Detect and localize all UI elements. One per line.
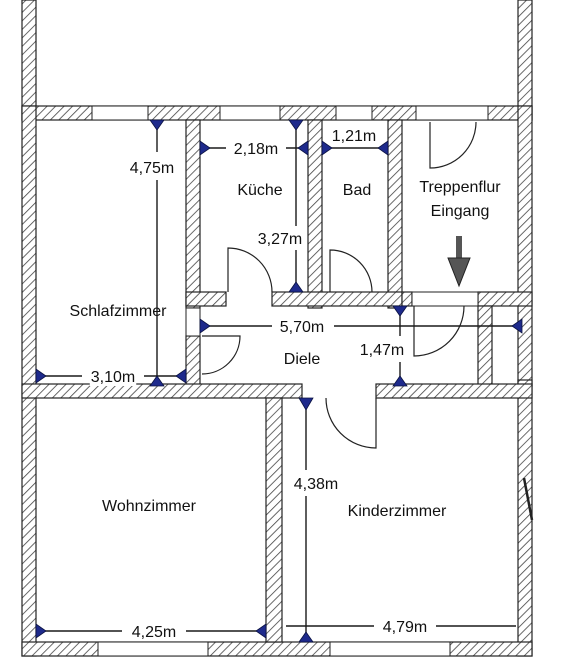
opening-treppe-diele xyxy=(411,291,479,307)
wall-bad-treppe xyxy=(387,119,403,309)
marker-diele-top xyxy=(392,305,408,317)
marker-wohn-left xyxy=(35,623,47,639)
wall-diele-right xyxy=(477,305,493,387)
marker-schlaf-bottom xyxy=(149,375,165,387)
dimension-labels: 4,75m 3,10m 2,18m 3,27m 1,21m 5,70m 1,47… xyxy=(89,128,429,641)
doors xyxy=(201,121,534,521)
door-schlaf xyxy=(201,335,241,375)
marker-diele-right xyxy=(511,318,523,334)
marker-schlaf-right xyxy=(175,368,187,384)
marker-diele-left xyxy=(199,318,211,334)
marker-schlaf-top xyxy=(149,119,165,131)
dimension-label-bg xyxy=(130,624,178,641)
dimension-label-bg xyxy=(381,619,429,636)
dim-kueche-height: 3,27m xyxy=(258,231,302,248)
dimension-label-bg xyxy=(330,128,378,145)
room-label-kinderzimmer: Kinderzimmer xyxy=(348,503,447,520)
windows xyxy=(91,105,489,657)
wall-right-top xyxy=(517,0,533,121)
dimension-markers xyxy=(35,119,523,643)
door-bad xyxy=(329,249,373,293)
marker-kueche-top xyxy=(288,119,304,131)
wall-right-mid xyxy=(517,105,533,387)
dimension-label-bg xyxy=(358,342,406,359)
dim-kinder-width: 4,79m xyxy=(383,619,427,636)
wall-kueche-bad xyxy=(307,119,323,309)
room-label-bad: Bad xyxy=(343,182,371,199)
window-kinder xyxy=(329,641,451,657)
window-bad xyxy=(335,105,373,121)
marker-kueche-right xyxy=(297,140,309,156)
wall-schlaf-right xyxy=(185,119,201,309)
dim-schlaf-height: 4,75m xyxy=(130,160,174,177)
marker-bad-right xyxy=(377,140,389,156)
wall-left-top xyxy=(21,0,37,121)
dim-diele-height: 1,47m xyxy=(360,342,404,359)
dimension-label-bg xyxy=(292,476,340,493)
wall-kueche-bottom-left xyxy=(185,291,227,307)
dimension-label-bg xyxy=(128,160,176,177)
door-eingang xyxy=(413,305,465,357)
wall-right-lower xyxy=(517,379,533,657)
door-kueche xyxy=(227,247,273,293)
wall-left xyxy=(21,105,37,657)
marker-kueche-left xyxy=(199,140,211,156)
dim-schlaf-width: 3,10m xyxy=(91,369,135,386)
door-treppe xyxy=(429,121,477,169)
dimension-label-bg xyxy=(232,141,280,158)
dim-diele-width: 5,70m xyxy=(280,319,324,336)
wall-mid-right xyxy=(375,383,533,399)
marker-wohn-right xyxy=(255,623,267,639)
room-label-treppenflur: Treppenflur xyxy=(419,179,501,196)
marker-schlaf-left xyxy=(35,368,47,384)
walls xyxy=(21,0,533,657)
opening-schlaf-diele xyxy=(185,307,201,337)
dimension-label-bg xyxy=(278,319,326,336)
dim-kinder-height: 4,38m xyxy=(294,476,338,493)
marker-kueche-bottom xyxy=(288,281,304,293)
wall-treppe-bottom-left xyxy=(401,291,413,307)
marker-diele-bottom xyxy=(392,375,408,387)
door-balkon-mark xyxy=(522,477,534,521)
marker-kinder-top xyxy=(298,397,314,411)
room-label-kueche: Küche xyxy=(237,182,282,199)
room-labels: Schlafzimmer Küche Bad Treppenflur Einga… xyxy=(70,179,502,520)
dimension-label-bg xyxy=(256,231,304,248)
room-label-wohnzimmer: Wohnzimmer xyxy=(102,498,197,515)
dimension-label-bg xyxy=(89,369,137,386)
dim-bad-width: 1,21m xyxy=(332,128,376,145)
wall-wohn-kinder xyxy=(265,397,283,643)
door-kinder xyxy=(325,397,377,449)
room-label-schlafzimmer: Schlafzimmer xyxy=(70,303,168,320)
wall-kueche-bottom-right xyxy=(271,291,403,307)
dim-wohn-width: 4,25m xyxy=(132,624,176,641)
marker-bad-left xyxy=(321,140,333,156)
room-label-eingang: Eingang xyxy=(431,203,490,220)
room-label-diele: Diele xyxy=(284,351,321,368)
wall-treppe-bottom-right xyxy=(477,291,533,307)
marker-kinder-bottom xyxy=(298,631,314,643)
window-kueche xyxy=(219,105,281,121)
window-wohn xyxy=(97,641,209,657)
window-schlaf xyxy=(91,105,149,121)
window-treppe xyxy=(415,105,489,121)
arrow-down-icon xyxy=(447,236,471,288)
wall-schlaf-right-lower xyxy=(185,335,201,391)
dim-kueche-width: 2,18m xyxy=(234,141,278,158)
